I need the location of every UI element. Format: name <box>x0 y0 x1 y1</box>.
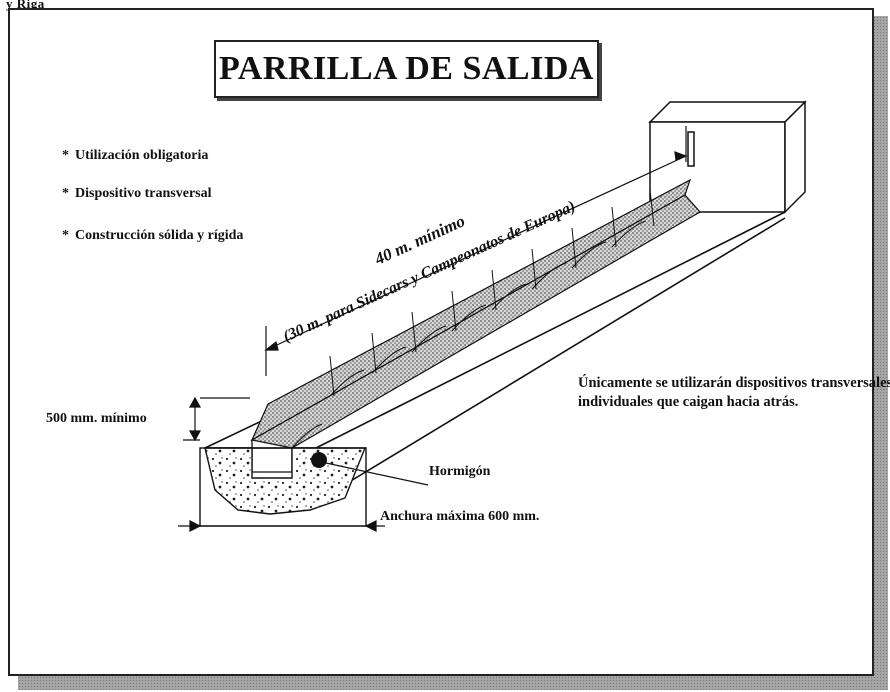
bullet-text: Utilización obligatoria <box>75 148 209 163</box>
bullet-text: Construcción sólida y rígida <box>75 228 244 243</box>
bullet-text: Dispositivo transversal <box>75 186 212 201</box>
width-dimension <box>178 520 385 532</box>
bullet-mark: * <box>62 148 69 163</box>
rule-note: Únicamente se utilizarán dispositivos tr… <box>578 375 890 410</box>
concrete-base <box>199 447 429 527</box>
height-dimension <box>183 396 250 442</box>
length-dimension <box>264 126 688 376</box>
title-box: PARRILLA DE SALIDA <box>214 40 599 98</box>
bullet-item: * Construcción sólida y rígida <box>62 228 243 244</box>
concrete-label: Hormigón <box>429 464 491 479</box>
flap-lines <box>291 220 647 449</box>
width-label: Anchura máxima 600 mm. <box>380 509 540 524</box>
diagram-title: PARRILLA DE SALIDA <box>219 50 594 87</box>
bullet-item: * Dispositivo transversal <box>62 186 212 202</box>
top-caption: y Riga <box>6 0 45 11</box>
grid-beam-front <box>250 194 701 449</box>
bullet-mark: * <box>62 186 69 201</box>
bullet-item: * Utilización obligatoria <box>62 148 208 164</box>
bullet-mark: * <box>62 228 69 243</box>
beam-dividers <box>329 189 655 397</box>
height-label: 500 mm. mínimo <box>46 411 147 426</box>
